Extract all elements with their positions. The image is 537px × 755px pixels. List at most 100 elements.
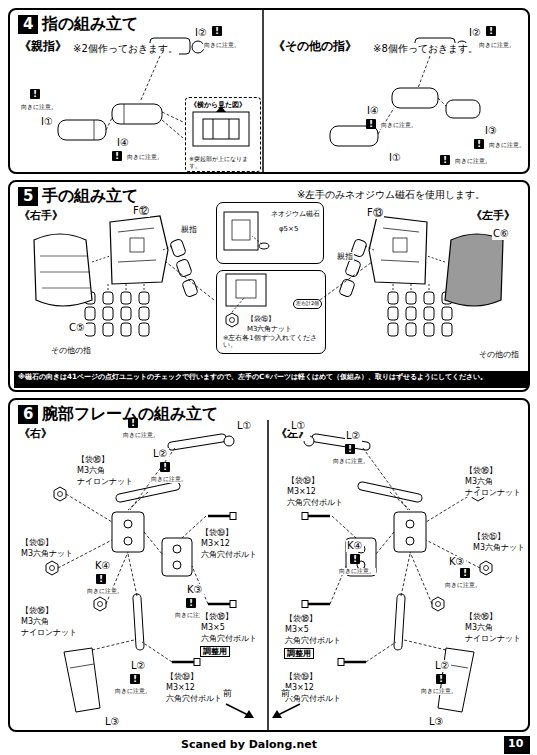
- label: 向きに注意。: [444, 582, 482, 589]
- label: C⑥: [492, 228, 510, 240]
- label: M3六角ナット: [472, 543, 526, 552]
- warning-icon: !: [486, 26, 496, 36]
- label: ナイロンナット: [464, 488, 522, 497]
- node-text: 指の組み立て: [42, 15, 138, 33]
- label: 親指: [180, 225, 198, 234]
- warning-icon: !: [474, 139, 484, 149]
- label: 六角穴付ボルト: [284, 636, 342, 645]
- label: L③: [428, 716, 445, 728]
- label: 六角穴付ボルト: [286, 498, 344, 507]
- warning-icon: !: [186, 598, 196, 608]
- label: 六角穴付ボルト: [200, 550, 258, 559]
- label: M3六角: [20, 617, 50, 626]
- step-number: 4: [18, 15, 38, 34]
- label: ナイロンナット: [464, 634, 522, 643]
- label: M3六角ナット: [20, 549, 74, 558]
- label-bold: 《その他の指》: [272, 40, 358, 54]
- warning-icon: !: [130, 674, 140, 684]
- label: F⑬: [366, 207, 384, 219]
- label: 六角穴付ボルト: [165, 694, 223, 703]
- warning-icon: !: [440, 155, 450, 165]
- node-text: ※磁石の向きは41ページの点灯ユニットのチェックで行いますので、左手のC⑥パーツ…: [18, 373, 487, 381]
- label: 【袋⑲】: [286, 476, 320, 485]
- node-text: 左右計2個: [293, 299, 322, 309]
- label: 親指: [336, 252, 354, 261]
- step-number: 6: [18, 405, 38, 424]
- label: 六角穴付ボルト: [284, 694, 342, 703]
- label: L②: [152, 448, 169, 460]
- label: 【袋⑮】: [472, 532, 506, 541]
- black-band: 10: [504, 736, 530, 754]
- inset-box: 《横から見た図》 ※突起部が上になります。: [185, 97, 261, 172]
- black-band: ※磁石の向きは41ページの点灯ユニットのチェックで行いますので、左手のC⑥パーツ…: [14, 371, 528, 388]
- label: 【袋⑯】: [464, 466, 498, 475]
- label: K④: [346, 540, 364, 552]
- label-bold: 《右手》: [18, 210, 64, 223]
- label: I①: [40, 116, 54, 128]
- label: I④: [116, 137, 130, 149]
- label: 【袋⑮】: [20, 538, 54, 547]
- label: ※左手のみネオジウム磁石を使用します。: [296, 189, 486, 201]
- label: 向きに注意。: [150, 476, 188, 483]
- inset-box: 【袋⑮】M3六角ナット左右計2個※左右各1個ずつ入れてください。: [216, 270, 326, 354]
- label: F⑫: [132, 205, 150, 217]
- label: 向きに注意。: [332, 458, 370, 465]
- adjust-tag: 調整用: [284, 648, 314, 659]
- label: K③: [186, 584, 204, 596]
- label: 向きに注意。: [338, 568, 376, 575]
- label: 【袋⑯】: [76, 455, 110, 464]
- label: K③: [448, 556, 466, 568]
- node-text: φ5×5: [279, 225, 298, 233]
- warning-icon: !: [345, 444, 355, 454]
- node-text: 《横から見た図》: [190, 101, 246, 109]
- label: 向きに注意。: [114, 688, 152, 695]
- label: L②: [345, 430, 362, 442]
- label: I④: [366, 105, 380, 117]
- warning-icon: !: [436, 674, 446, 684]
- label: 【袋⑱】: [284, 614, 318, 623]
- node-text: ※突起部が上になります。: [189, 156, 258, 170]
- label: 【袋⑯】: [464, 612, 498, 621]
- warning-icon: !: [350, 554, 360, 564]
- label: 向きに注意。: [126, 154, 164, 161]
- label: 【袋⑯】: [20, 606, 54, 615]
- label: 向きに注意。: [380, 122, 418, 129]
- label: I②: [468, 27, 482, 39]
- label: 向きに注意。: [86, 588, 124, 595]
- label: M3×12: [286, 487, 317, 496]
- label: L②: [130, 660, 147, 672]
- label: 向きに注意。: [20, 104, 58, 111]
- label: 六角穴付ボルト: [200, 634, 258, 643]
- label: 前: [280, 688, 291, 698]
- warning-icon: !: [366, 119, 376, 129]
- label: 前: [222, 688, 233, 698]
- label: ナイロンナット: [76, 477, 134, 486]
- label: L①: [236, 420, 253, 432]
- label: ナイロンナット: [20, 628, 78, 637]
- label: 向きに注意。: [420, 688, 458, 695]
- label: 【袋⑲】: [200, 528, 234, 537]
- label: L③: [104, 716, 121, 728]
- label: L②: [434, 660, 451, 672]
- label: M3×5: [200, 623, 226, 632]
- label: 向きに注意。: [478, 42, 516, 49]
- node-text: 【袋⑮】: [247, 315, 275, 323]
- warning-icon: !: [112, 151, 122, 161]
- label: 向きに注意。: [488, 142, 526, 149]
- label: ※8個作っておきます。: [372, 43, 479, 55]
- label: I①: [388, 152, 402, 164]
- label: M3×5: [284, 625, 310, 634]
- label: 【袋⑱】: [200, 612, 234, 621]
- label: I②: [194, 27, 208, 39]
- label: その他の指: [478, 350, 520, 359]
- page-number: 10: [508, 738, 523, 751]
- label-bold: 《親指》: [18, 40, 68, 54]
- adjust-tag: 調整用: [200, 646, 230, 657]
- warning-icon: !: [460, 568, 470, 578]
- label: 【袋⑲】: [165, 672, 199, 681]
- warning-icon: !: [212, 26, 222, 36]
- label-bold: Scaned by Dalong.net: [180, 739, 318, 752]
- inset-box: ネオジウム磁石 φ5×5: [216, 202, 324, 264]
- label-bold: 《右》: [18, 428, 53, 441]
- node-text: ネオジウム磁石: [271, 211, 320, 218]
